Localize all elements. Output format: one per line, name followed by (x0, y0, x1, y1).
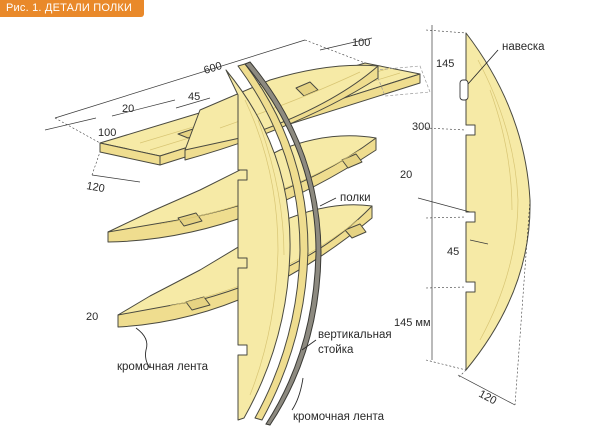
dim-notch-45: 45 (188, 91, 200, 103)
label-edge-tape-bottom: кромочная лента (293, 411, 385, 423)
shelf-3 (117, 204, 373, 328)
dim-notch-20: 20 (122, 103, 134, 115)
label-upright-1: вертикальная (318, 329, 392, 341)
dim-side-145-bottom: 145 мм (394, 317, 431, 329)
blank-dimensions (44, 37, 373, 183)
hanger-slot (459, 79, 469, 101)
dim-600: 600 (202, 60, 223, 77)
dim-side-300: 300 (412, 121, 430, 133)
figure-caption: Рис. 1. ДЕТАЛИ ПОЛКИ (0, 0, 145, 17)
dim-end-100: 100 (98, 127, 116, 139)
side-dimensions (417, 25, 531, 406)
label-edge-tape-left: кромочная лента (117, 361, 209, 373)
upright-side-view (459, 32, 531, 371)
dim-side-45: 45 (447, 246, 459, 258)
dim-side-120: 120 (477, 388, 499, 407)
dim-thick-20: 20 (86, 311, 98, 323)
dim-side-20: 20 (400, 169, 412, 181)
edge-tape-lead-bottom (291, 377, 304, 411)
dim-side-145-top: 145 (436, 58, 454, 70)
label-hanger: навеска (502, 41, 545, 53)
edge-tape-curl (135, 327, 148, 351)
label-shelves: полки (340, 192, 371, 204)
edge-tape-strip (244, 61, 322, 426)
dim-width-120: 120 (85, 180, 105, 195)
label-upright-2: стойка (318, 344, 354, 356)
vertical-upright (225, 61, 322, 426)
dim-top-100: 100 (352, 37, 370, 49)
